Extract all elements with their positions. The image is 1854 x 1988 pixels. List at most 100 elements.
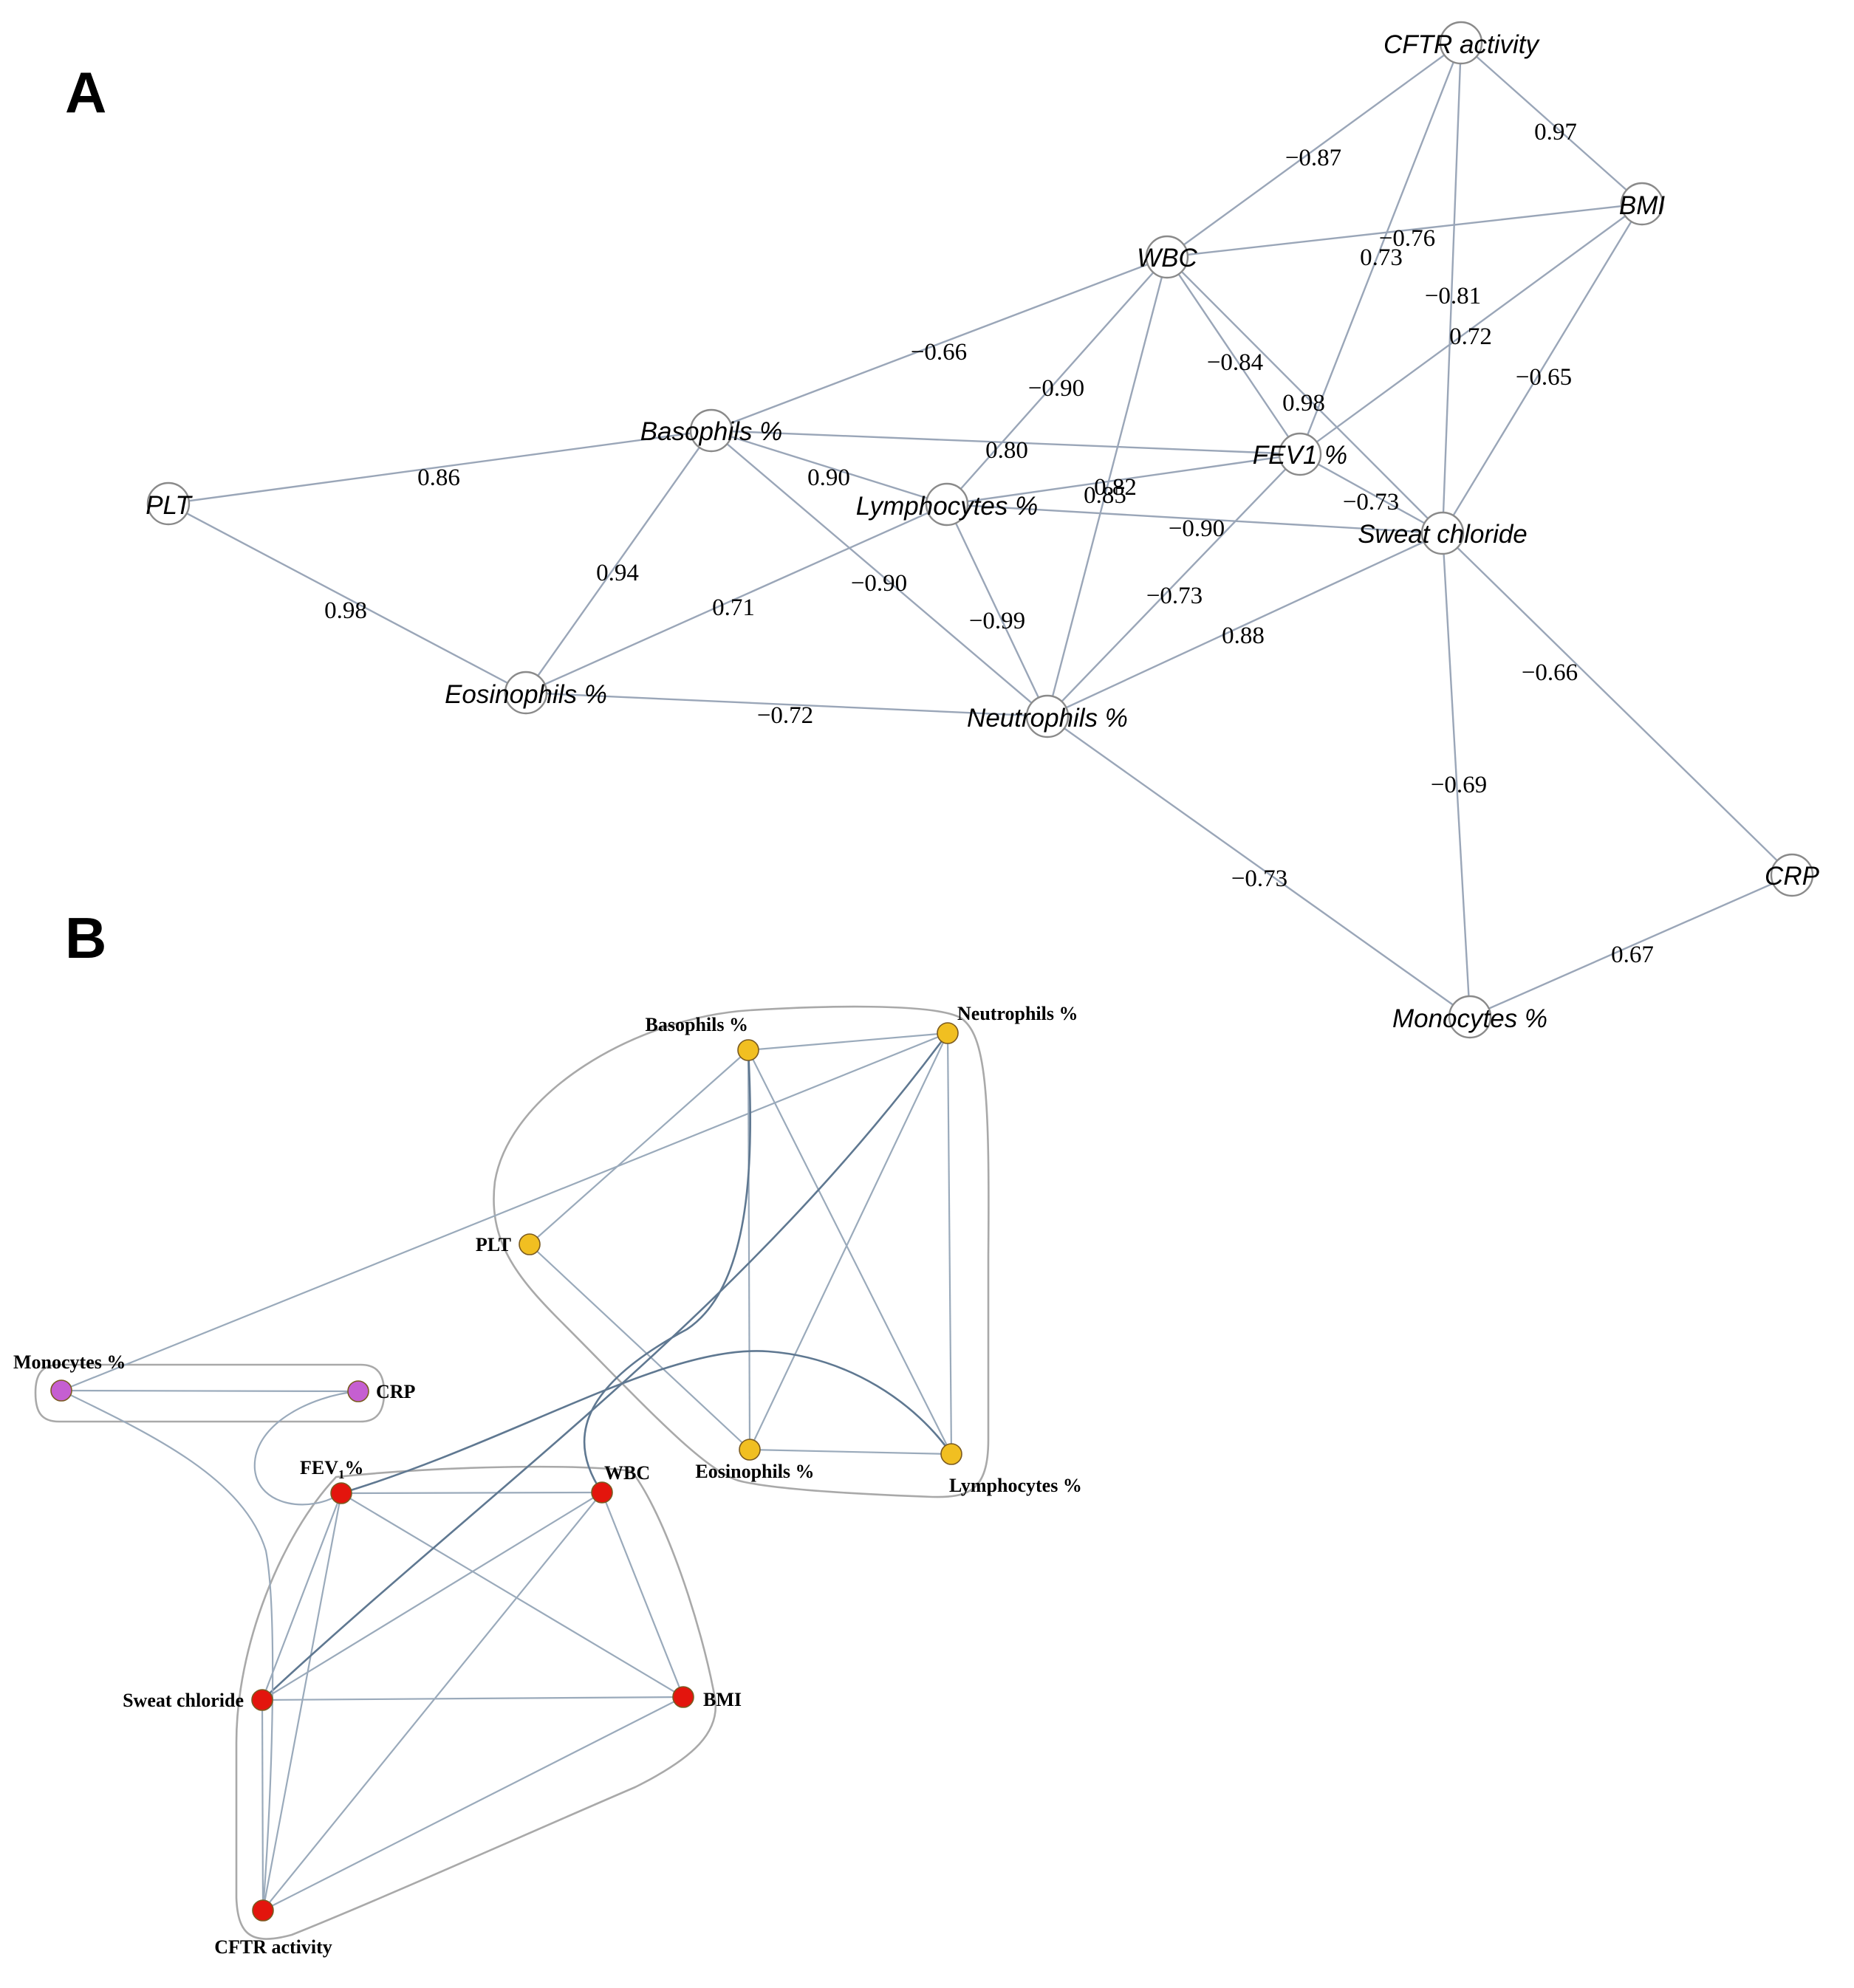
edge-sweat-cftr [261,1699,264,1911]
panel-a-edges [168,42,1793,1018]
edge-weight-neutrophils-monocytes: −0.73 [1231,866,1287,892]
edge-weight-bmi-fev1: 0.72 [1449,323,1492,350]
edge-weight-wbc-sweat: 0.98 [1282,390,1325,417]
edge-neutrophils-monocytes [1047,716,1471,1018]
edge-weight-basophils-eosinophils: 0.94 [596,560,639,586]
node-label-monocytes: Monocytes % [1392,1004,1547,1033]
panel-a-network: −0.870.970.73−0.81−0.760.72−0.65−0.66−0.… [146,21,1820,1039]
edge-cftr-sweat [1441,42,1463,534]
edge-bmi-fev1 [1299,203,1643,455]
node-fev1 [330,1482,352,1504]
node-label-cftr: CFTR activity [214,1936,332,1958]
edge-cftr-fev1 [1299,42,1463,455]
edge-weight-sweat-neutrophils: 0.88 [1222,623,1265,649]
node-lymphocytes [940,1443,962,1465]
panel-b-cluster-hulls [34,1005,990,1940]
hull-yellow-cluster [493,1005,990,1498]
node-label-lymphocytes: Lymphocytes % [856,492,1038,521]
edge-weight-cftr-bmi: 0.97 [1534,119,1577,145]
edge-lymphocytes-fev1 [946,453,1301,506]
node-label-crp: CRP [1765,862,1820,891]
node-neutrophils [1025,694,1070,738]
panel-b-letter: B [65,905,106,970]
edge-weight-fev1-neutrophils: −0.73 [1146,583,1203,609]
edge-weight-eosinophils-neutrophils: −0.72 [757,702,813,729]
node-bmi [1620,182,1664,226]
edge-basophils-fev1 [711,429,1301,456]
node-label-sweat: Sweat chloride [123,1690,244,1711]
edge-sweat-neutrophils [261,1032,949,1701]
edge-weight-wbc-bmi: −0.76 [1379,225,1435,252]
edge-weight-wbc-neutrophils: 0.85 [1084,482,1126,509]
edge-wbc-fev1 [1166,256,1301,455]
edge-eosinophils-lymphocytes [749,1448,952,1456]
edge-wbc-basophils [711,256,1168,432]
edge-basophils-lymphocytes [711,429,948,506]
node-bmi [672,1686,694,1708]
node-monocytes [1448,995,1492,1039]
edge-weight-wbc-lymphocytes: −0.90 [1028,375,1084,402]
node-label-plt: PLT [476,1234,511,1255]
panel-a-edge-weights: −0.870.970.73−0.81−0.760.72−0.65−0.66−0.… [324,119,1654,968]
node-label-wbc: WBC [604,1462,650,1484]
edge-basophils-plt [168,429,712,505]
node-plt [519,1233,541,1255]
edge-fev1-bmi [341,1492,684,1698]
node-label-basophils: Basophils % [646,1014,748,1035]
edge-sweat-monocytes [1441,532,1471,1018]
node-crp [347,1380,369,1402]
edge-weight-plt-eosinophils: 0.98 [324,597,367,624]
node-label-eosinophils: Eosinophils % [445,680,607,709]
edge-fev1-sweat [1299,453,1443,535]
node-wbc [1145,235,1189,279]
node-basophils [689,408,733,453]
edge-wbc-sweat [1166,256,1443,534]
edge-sweat-bmi [261,1696,684,1701]
node-label-cftr: CFTR activity [1383,30,1541,59]
panel-b-edges [61,1032,953,1911]
node-label-crp: CRP [376,1381,416,1402]
edge-wbc-basophils [583,1049,751,1493]
edge-wbc-cftr [262,1492,603,1911]
edge-weight-basophils-neutrophils: −0.90 [851,570,907,597]
edge-monocytes-cftr [61,1390,274,1911]
edge-weight-lymphocytes-neutrophils: −0.99 [969,608,1025,634]
node-label-fev1: FEV1% [300,1457,364,1481]
node-label-bmi: BMI [703,1689,742,1710]
node-label-plt: PLT [146,491,193,520]
node-neutrophils [937,1022,959,1044]
edge-basophils-plt [529,1049,749,1245]
edge-weight-sweat-crp: −0.66 [1522,659,1578,686]
edge-fev1-sweat [261,1492,343,1701]
edge-basophils-eosinophils [525,430,712,693]
edge-weight-cftr-fev1: 0.73 [1360,244,1403,271]
edge-neutrophils-eosinophils [749,1032,948,1450]
edge-wbc-bmi [601,1492,685,1698]
edge-fev1-neutrophils [1047,453,1301,717]
node-lymphocytes [925,482,969,527]
node-label-bmi: BMI [1619,191,1666,220]
edge-wbc-sweat [261,1492,603,1701]
node-monocytes [50,1379,72,1402]
edge-lymphocytes-sweat [946,503,1443,535]
node-label-wbc: WBC [1137,244,1197,273]
edge-weight-lymphocytes-eosinophils: 0.71 [712,594,755,621]
edge-neutrophils-monocytes [61,1032,948,1392]
node-wbc [591,1481,613,1504]
edge-eosinophils-neutrophils [525,691,1048,718]
edge-wbc-lymphocytes [946,256,1168,505]
node-label-basophils: Basophils % [640,417,783,446]
edge-bmi-sweat [1441,203,1643,534]
edge-weight-lymphocytes-fev1: 0.82 [1094,474,1137,501]
node-label-eosinophils: Eosinophils % [695,1461,814,1482]
edge-lymphocytes-neutrophils [945,504,1049,717]
edge-bmi-cftr [262,1696,684,1911]
edge-wbc-bmi [1166,202,1643,258]
edge-weight-basophils-lymphocytes: 0.90 [807,465,850,491]
edge-cftr-bmi [1460,42,1643,205]
edge-fev1-lymphocytes [341,1350,953,1495]
node-sweat [251,1689,273,1711]
